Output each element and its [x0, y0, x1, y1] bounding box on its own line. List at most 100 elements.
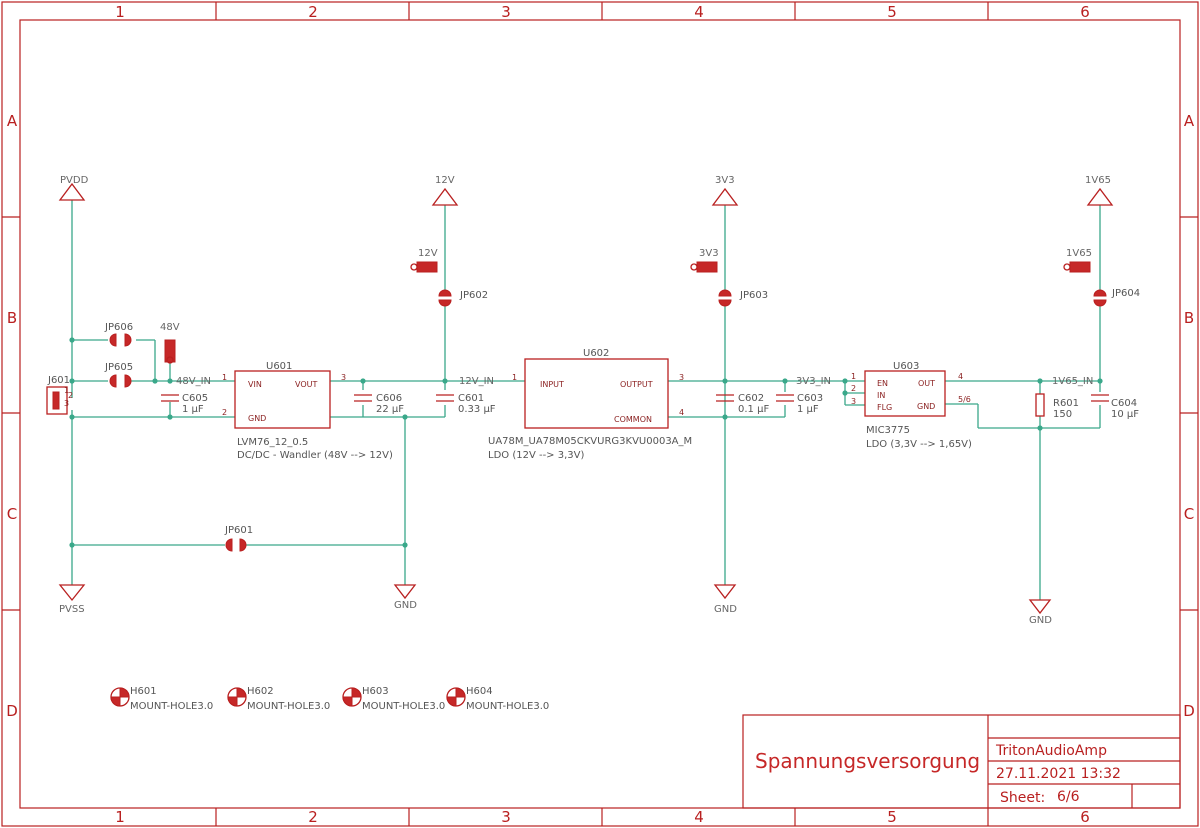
grid-col-2-top: 2 [308, 3, 318, 21]
connector-pin1: 1 [64, 386, 69, 395]
ic-u601-pinnum-1: 1 [222, 373, 227, 382]
ground-icon [393, 584, 417, 600]
project-name: TritonAudioAmp [995, 743, 1107, 759]
ic-u601-pinnum-2: 2 [222, 408, 227, 417]
supply-pvdd-label: PVDD [60, 175, 89, 186]
grid-col-3-bottom: 3 [501, 808, 511, 826]
testpoint-48v: 48V [160, 322, 180, 364]
ic-u603-pinnum-3: 3 [851, 397, 856, 406]
sheet-number: 6/6 [1057, 789, 1080, 805]
ic-u601-part: LVM76_12_0.5 [237, 437, 308, 448]
resistor-r601-ref: R601 [1053, 398, 1079, 409]
capacitor-c605-value: 1 µF [182, 404, 204, 415]
grid-row-c-left: C [7, 505, 17, 523]
capacitor-c604-ref: C604 [1111, 398, 1137, 409]
connector-j601-ref: J601 [47, 375, 70, 386]
ic-u602-pin-output: OUTPUT [620, 380, 653, 389]
ic-u601-pin-gnd: GND [248, 414, 266, 423]
ic-u603-pinnum-4: 4 [958, 372, 963, 381]
jumper-jp603-ref: JP603 [739, 290, 768, 301]
capacitor-c606-ref: C606 [376, 393, 402, 404]
ic-u601-pin-vout: VOUT [295, 380, 317, 389]
capacitor-c603-value: 1 µF [797, 404, 819, 415]
ic-u602-desc: LDO (12V --> 3,3V) [488, 450, 584, 461]
mount-hole-h603-ref: H603 [362, 686, 389, 697]
capacitor-c606: C606 22 µF [354, 393, 404, 415]
wires [71, 200, 1101, 600]
supply-arrow-up-icon [58, 182, 86, 201]
net-label-48v-in: 48V_IN [176, 376, 211, 387]
ic-u603-pin-gnd: GND [917, 402, 935, 411]
supply-arrow-down-icon [58, 584, 86, 602]
mount-hole-h602: H602 MOUNT-HOLE3.0 [227, 686, 330, 712]
grid-col-6-bottom: 6 [1080, 808, 1090, 826]
ic-u603-part: MIC3775 [866, 425, 910, 436]
testpoint-48v-label: 48V [160, 322, 180, 333]
testpoint-12v: 12V [410, 248, 438, 273]
capacitor-c602-value: 0.1 µF [738, 404, 769, 415]
ic-u602: U602 INPUT OUTPUT COMMON 1 3 4 UA78M_UA7… [488, 348, 692, 461]
ground-icon [713, 584, 737, 600]
jumper-jp606-ref: JP606 [104, 322, 133, 333]
ground-1-label: GND [394, 600, 417, 611]
ic-u602-pin-input: INPUT [540, 380, 564, 389]
ground-1: GND [393, 584, 417, 611]
grid-labels: 1 2 3 4 5 6 1 2 3 4 5 6 A B C D A B C D [6, 3, 1195, 826]
grid-row-a-right: A [1184, 112, 1195, 130]
ic-u601: U601 VIN VOUT GND 1 2 3 LVM76_12_0.5 DC/… [222, 361, 393, 461]
grid-col-4-top: 4 [694, 3, 704, 21]
grid-col-6-top: 6 [1080, 3, 1090, 21]
ic-u603: U603 EN IN FLG OUT GND 1 2 3 4 5/6 MIC37… [851, 361, 972, 450]
ic-u602-pinnum-4: 4 [679, 408, 684, 417]
capacitor-c605-ref: C605 [182, 393, 208, 404]
mount-hole-h602-part: MOUNT-HOLE3.0 [247, 701, 330, 712]
sheet-title: Spannungsversorgung [755, 749, 980, 773]
ground-2: GND [713, 584, 737, 615]
ic-u603-pin-in: IN [877, 391, 885, 400]
capacitor-c604-value: 10 µF [1111, 409, 1139, 420]
supply-arrow-up-icon [1086, 187, 1114, 206]
grid-row-b-left: B [7, 309, 17, 327]
supply-12v-label: 12V [435, 175, 455, 186]
jumper-jp605: JP605 [104, 362, 133, 388]
supply-arrow-up-icon [431, 187, 459, 206]
ground-icon [1028, 599, 1052, 615]
jumper-jp602: JP602 [438, 289, 488, 307]
ic-u601-pinnum-3: 3 [341, 373, 346, 382]
jumper-jp601-ref: JP601 [224, 525, 253, 536]
capacitor-c603-ref: C603 [797, 393, 823, 404]
grid-row-b-right: B [1184, 309, 1194, 327]
connector-j601: J601 1 2 3 [46, 375, 73, 415]
mount-hole-h603: H603 MOUNT-HOLE3.0 [342, 686, 445, 712]
supply-1v65-label: 1V65 [1085, 175, 1111, 186]
grid-row-d-left: D [6, 702, 18, 720]
connector-pin2: 2 [68, 391, 73, 400]
resistor-r601: R601 150 [1035, 393, 1079, 420]
testpoint-1v65-label: 1V65 [1066, 248, 1092, 259]
jumper-jp603: JP603 [718, 289, 768, 307]
supply-pvdd: PVDD [58, 175, 89, 201]
ground-2-label: GND [714, 604, 737, 615]
capacitor-c605: C605 1 µF [161, 393, 208, 415]
supply-pvss: PVSS [58, 584, 86, 615]
testpoint-1v65: 1V65 [1063, 248, 1092, 273]
ic-u603-pin-en: EN [877, 379, 888, 388]
jumper-jp606: JP606 [104, 322, 133, 347]
mount-hole-h601-ref: H601 [130, 686, 157, 697]
ic-u603-pin-flg: FLG [877, 403, 892, 412]
ic-u603-pin-out: OUT [918, 379, 935, 388]
capacitor-c601-value: 0.33 µF [458, 404, 496, 415]
net-label-1v65-in: 1V65_IN [1052, 376, 1093, 387]
mount-hole-h604-part: MOUNT-HOLE3.0 [466, 701, 549, 712]
capacitor-c601-ref: C601 [458, 393, 484, 404]
capacitor-c602-ref: C602 [738, 393, 764, 404]
title-block: Spannungsversorgung TritonAudioAmp 27.11… [742, 714, 1181, 809]
mount-hole-h602-ref: H602 [247, 686, 274, 697]
grid-row-d-right: D [1183, 702, 1195, 720]
ic-u601-ref: U601 [266, 361, 292, 372]
resistor-r601-value: 150 [1053, 409, 1072, 420]
grid-col-3-top: 3 [501, 3, 511, 21]
ic-u603-pinnum-1: 1 [851, 372, 856, 381]
mount-hole-h601-part: MOUNT-HOLE3.0 [130, 701, 213, 712]
